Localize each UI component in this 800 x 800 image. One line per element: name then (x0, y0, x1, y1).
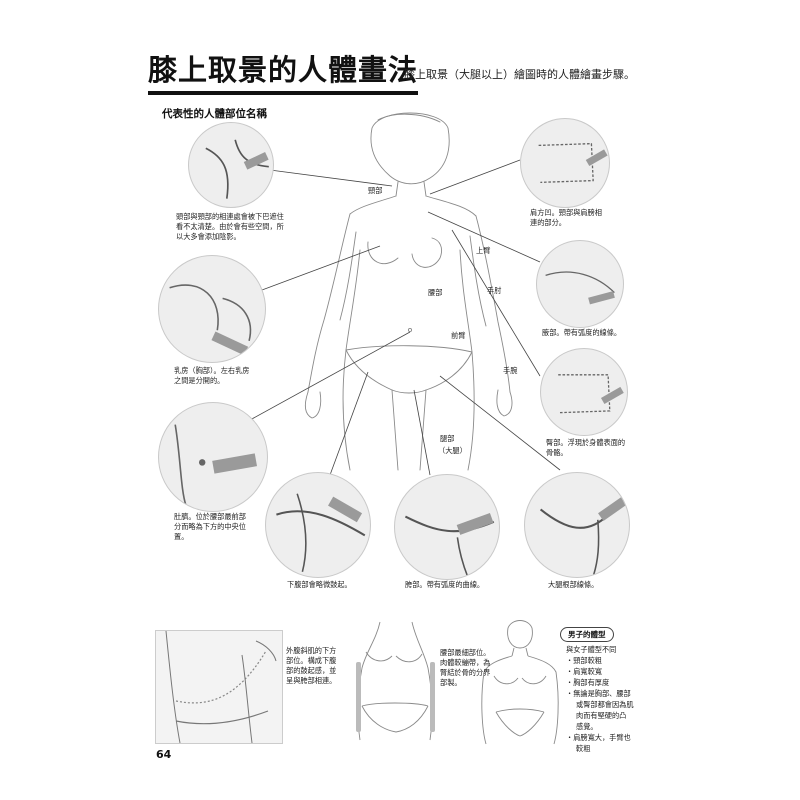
caption-groin: 胯部。帶有弧度的曲線。 (405, 580, 485, 589)
caption-armpit: 腋部。帶有弧度的線條。 (542, 328, 622, 337)
caption-shoulder: 肩方凹。頸部與肩膀相連的部分。 (530, 208, 602, 227)
caption-breast: 乳房（胸部）。左右乳房之間是分開的。 (174, 366, 250, 385)
detail-circle-navel (158, 402, 268, 512)
caption-inset-left: 外腹斜肌的下方部位。構成下腹部的鼓起感，並呈與胯部相連。 (286, 646, 337, 685)
label-thigh: 腿部 (440, 434, 455, 443)
inset-abdomen-closeup (155, 630, 283, 744)
label-waist: 腰部 (428, 288, 443, 297)
male-body-type-item: ・肩膀寬大，手臂也 (566, 733, 631, 742)
pencil-icon (456, 512, 494, 535)
male-body-type-item: ・頸部較粗 (566, 656, 602, 665)
male-body-type-item: 或臀部都會因為肌 (576, 700, 634, 709)
male-body-type-item: 感覺。 (576, 722, 598, 731)
male-body-type-item: ・無論是胸部、腰部 (566, 689, 631, 698)
male-body-type-list: 與女子體型不同・頸部較粗・肩寬較寬・胸部有厚度・無論是胸部、腰部或臀部都會因為肌… (566, 644, 634, 754)
detail-circle-armpit (536, 240, 624, 328)
detail-circle-hip (540, 348, 628, 436)
label-upper-arm: 上臂 (476, 246, 491, 255)
detail-circle-neck (188, 122, 274, 208)
pencil-icon (588, 291, 615, 305)
label-forearm: 前臂 (451, 331, 466, 340)
page-subtitle: 膝上取景（大腿以上）繪圖時的人體繪畫步驟。 (404, 68, 635, 81)
pencil-icon (328, 496, 363, 523)
pencil-icon (212, 453, 257, 474)
label-neck: 頸部 (368, 186, 383, 195)
page-title: 膝上取景的人體畫法 (148, 52, 419, 95)
pencil-icon (243, 152, 269, 170)
male-body-type-item: 與女子體型不同 (566, 645, 617, 654)
detail-circle-thigh-joint (524, 472, 630, 578)
male-body-type-item: 較粗 (576, 744, 591, 753)
male-body-type-item: ・肩寬較寬 (566, 667, 602, 676)
pencil-icon (600, 386, 624, 405)
caption-lower-abdomen: 下腹部會略微鼓起。 (287, 580, 352, 589)
caption-thigh-joint: 大腿根部線條。 (548, 580, 599, 589)
detail-circle-groin (394, 474, 500, 580)
male-body-type-item: 肉而有堅硬的凸 (576, 711, 627, 720)
label-elbow: 手肘 (487, 286, 502, 295)
label-thigh-paren: （大腿） (438, 446, 467, 455)
male-body-type-title: 男子的體型 (560, 627, 614, 642)
detail-circle-shoulder (520, 118, 610, 208)
detail-circle-lower-abdomen (265, 472, 371, 578)
section-label: 代表性的人體部位名稱 (162, 108, 267, 120)
caption-neck-joint: 頭部與頸部的相連處會被下巴遮住看不太清楚。由於會有些空間，所以大多會添加陰影。 (176, 212, 284, 241)
pencil-icon (211, 331, 249, 356)
caption-inset-mid: 腰部最細部位。肉體較繃帶，為腎結於骨的分界部製。 (440, 648, 491, 687)
detail-circle-breast (158, 255, 266, 363)
page-number: 64 (156, 748, 172, 761)
pencil-icon (598, 496, 628, 521)
caption-hip: 臀部。浮現於身體表面的骨骼。 (546, 438, 626, 457)
pencil-icon (585, 149, 608, 167)
caption-navel: 肚臍。位於腰部最前部分而略為下方的中央位置。 (174, 512, 246, 541)
label-wrist: 手腕 (503, 366, 518, 375)
male-body-type-item: ・胸部有厚度 (566, 678, 610, 687)
